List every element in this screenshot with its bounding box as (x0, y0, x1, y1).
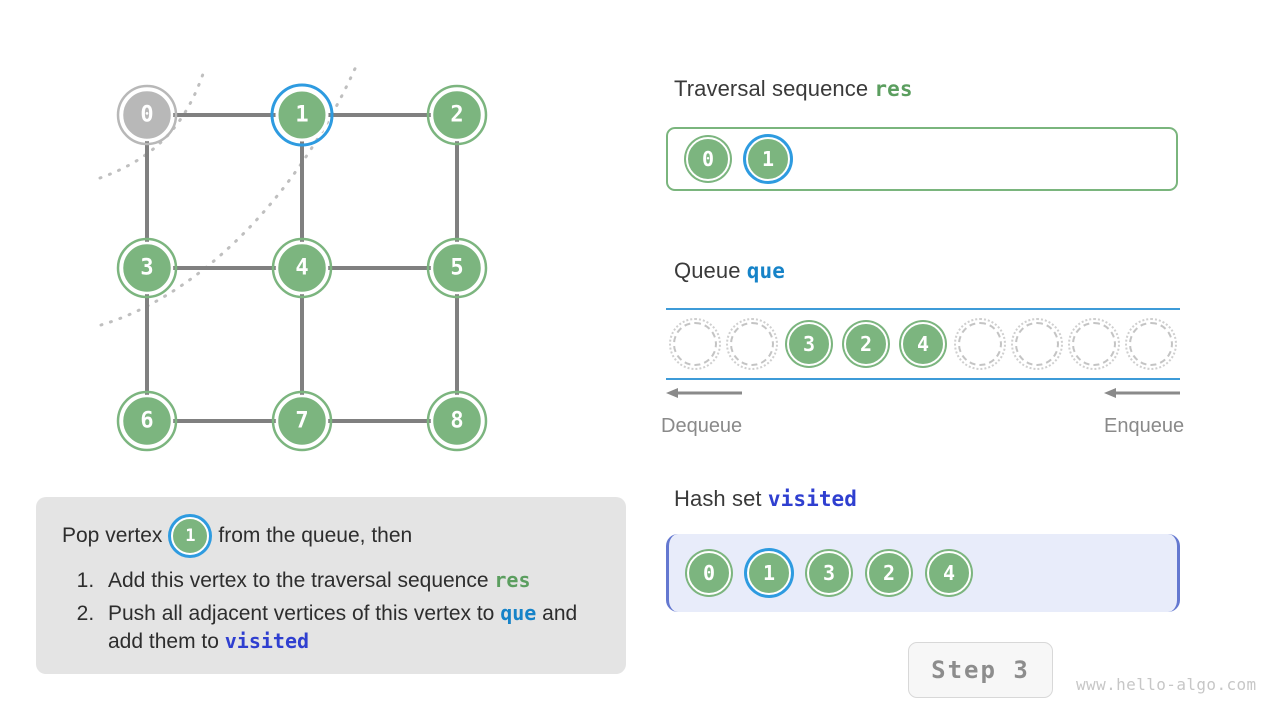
queue-slot-empty[interactable] (954, 318, 1006, 370)
instruction-step-2: Push all adjacent vertices of this verte… (100, 600, 602, 655)
visited-title-code: visited (767, 487, 858, 511)
res-item[interactable]: 1 (746, 137, 790, 181)
instruction-line1-before: Pop vertex (62, 524, 163, 547)
visited-title: Hash set visited (674, 486, 857, 512)
queue-title-code: que (746, 259, 786, 283)
dequeue-label: Dequeue (661, 415, 743, 437)
visited-item[interactable]: 1 (747, 551, 791, 595)
visited-item[interactable]: 0 (687, 551, 731, 595)
graph-node-6[interactable]: 6 (116, 390, 178, 452)
queue-slot-empty[interactable] (669, 318, 721, 370)
instruction-step1-code: res (494, 568, 531, 592)
queue-arrow-row (666, 384, 1180, 402)
graph-node-6-label: 6 (140, 409, 153, 434)
bfs-frontier-curves (98, 60, 360, 327)
queue-slot-filled[interactable]: 2 (844, 322, 888, 366)
queue-slot-empty[interactable] (1068, 318, 1120, 370)
res-title-text: Traversal sequence (674, 76, 869, 101)
graph-node-4-label: 4 (295, 256, 308, 281)
enqueue-arrow-icon (1104, 388, 1180, 398)
instruction-step2-text-a: Push all adjacent vertices of this verte… (108, 602, 495, 626)
instruction-line1-after: from the queue, then (218, 524, 413, 547)
queue-title-text: Queue (674, 258, 741, 283)
graph-node-7-label: 7 (295, 409, 308, 434)
visited-item[interactable]: 4 (927, 551, 971, 595)
graph-node-4[interactable]: 4 (271, 237, 333, 299)
enqueue-label: Enqueue (1104, 415, 1185, 437)
instruction-step2-text-b: and add them to (108, 602, 578, 653)
graph-node-5[interactable]: 5 (426, 237, 488, 299)
graph-node-7[interactable]: 7 (271, 390, 333, 452)
visited-box: 0 1 3 2 4 (666, 534, 1180, 612)
queue-title: Queue que (674, 258, 785, 284)
graph-node-0[interactable]: 0 (116, 84, 178, 146)
visited-item[interactable]: 2 (867, 551, 911, 595)
res-item[interactable]: 0 (686, 137, 730, 181)
frontier-curve-2 (99, 60, 360, 327)
graph-panel: 0 1 2 3 4 (0, 0, 620, 490)
graph-node-2-label: 2 (450, 103, 463, 128)
instruction-step-list: Add this vertex to the traversal sequenc… (62, 567, 602, 655)
graph-node-5-label: 5 (450, 256, 463, 281)
res-box: 0 1 (666, 127, 1178, 191)
instruction-line-1: Pop vertex 1 from the queue, then (62, 517, 602, 555)
visited-title-text: Hash set (674, 486, 762, 511)
graph-node-3-label: 3 (140, 256, 153, 281)
graph-node-1[interactable]: 1 (270, 83, 334, 147)
graph-node-1-label: 1 (295, 103, 308, 128)
graph-node-8-label: 8 (450, 409, 463, 434)
instruction-step2-code-b: visited (224, 628, 310, 653)
dequeue-arrow-icon (666, 388, 742, 398)
queue-box: 3 2 4 (666, 308, 1180, 380)
queue-slot-filled[interactable]: 4 (901, 322, 945, 366)
queue-slot-empty[interactable] (1125, 318, 1177, 370)
instruction-node-chip: 1 (171, 517, 210, 555)
res-title-code: res (874, 77, 913, 101)
queue-slot-filled[interactable]: 3 (787, 322, 831, 366)
instruction-box: Pop vertex 1 from the queue, then Add th… (36, 497, 626, 674)
watermark: www.hello-algo.com (1076, 675, 1257, 694)
step-badge[interactable]: Step 3 (908, 642, 1053, 698)
instruction-step1-text: Add this vertex to the traversal sequenc… (108, 569, 489, 592)
graph-nodes: 0 1 2 3 4 (116, 83, 488, 452)
graph-svg: 0 1 2 3 4 (98, 60, 488, 452)
graph-node-8[interactable]: 8 (426, 390, 488, 452)
graph-node-2[interactable]: 2 (426, 84, 488, 146)
graph-node-3[interactable]: 3 (116, 237, 178, 299)
instruction-step-1: Add this vertex to the traversal sequenc… (100, 567, 602, 594)
res-title: Traversal sequence res (674, 76, 913, 102)
queue-slot-empty[interactable] (1011, 318, 1063, 370)
queue-slot-empty[interactable] (726, 318, 778, 370)
instruction-step2-code-a: que (500, 601, 537, 626)
visited-item[interactable]: 3 (807, 551, 851, 595)
graph-node-0-label: 0 (140, 103, 153, 128)
